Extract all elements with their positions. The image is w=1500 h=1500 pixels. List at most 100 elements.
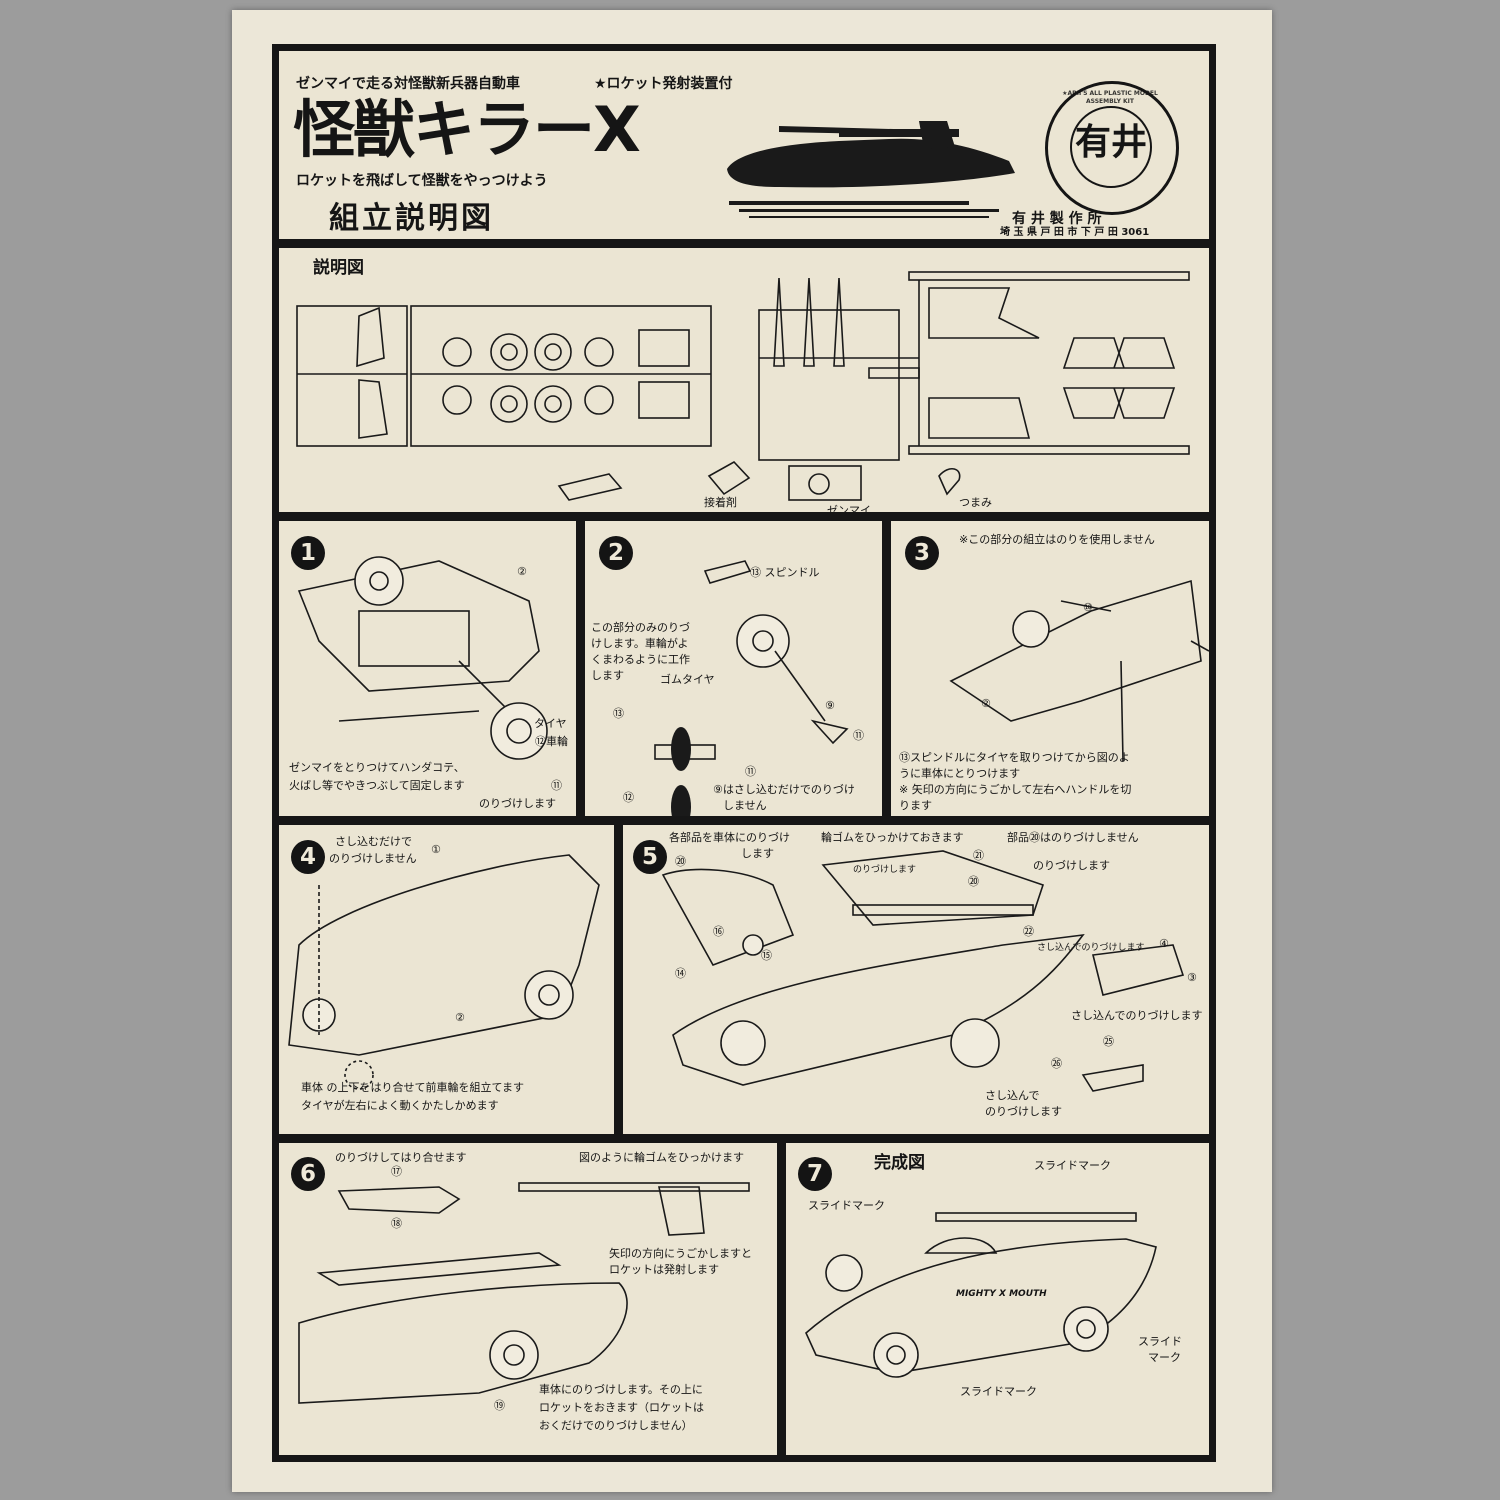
step-1-text-3: のりづけします [479,797,556,810]
step-2-callout-11b: ⑪ [853,729,864,742]
step-5-callout-insert-a: さし込んでのりづけします [1037,943,1145,953]
document-title: 組立説明図 [329,201,494,236]
step-7-illustration [805,1212,1157,1378]
step-2-number: 2 [599,536,633,570]
step-5-text-3: 輪ゴムをひっかけておきます [821,831,964,844]
step-6-callout-17: ⑰ [391,1165,402,1178]
step-5-callout-22: ㉒ [1023,925,1034,938]
tagline: ゼンマイで走る対怪獣新兵器自動車 [296,76,520,92]
step-7-callout-top: スライドマーク [1034,1159,1111,1172]
step-5-number: 5 [633,840,667,874]
step-5-callout-14: ⑭ [675,967,686,980]
step-1-text-2: 火ばし等でやきつぶして固定します [289,779,465,792]
step-7-number: 7 [798,1157,832,1191]
step-6-text-1: のりづけしてはり合せます [335,1151,467,1164]
step-4-callout-2: のりづけしません [329,852,417,865]
step-2-text-2: けします。車輪がよ [591,637,689,650]
step-5-callout-3: ③ [1187,971,1197,984]
step-2-callout-note-2: しません [723,799,767,812]
step-6-illustration [298,1182,750,1404]
step-4-text-1: 車体 の上下をはり合せて前車輪を組立てます [301,1081,524,1094]
step-2-callout-13: ⑬ [613,707,624,720]
step-4-callout-1: さし込むだけで [335,835,412,848]
step-2-callout-spindle: ⑬ スピンドル [750,566,820,579]
step-5-callout-20b: ⑳ [968,875,979,888]
step-2-callout-rubber-tire: ゴムタイヤ [660,673,715,686]
step-1-callout-tire: タイヤ [534,717,567,730]
header-car-silhouette [727,121,1015,218]
step-1-callout-11: ⑪ [551,779,562,792]
instruction-sheet: ゼンマイで走る対怪獣新兵器自動車 ★ロケット発射装置付 怪獣キラーX ロケットを… [232,10,1272,1492]
step-2-illustration [654,560,849,816]
step-3-text-3: ※ 矢印の方向にうごかして左右へハンドルを切 [899,783,1132,796]
step-6-text-6: ロケットをおきます（ロケットは [539,1401,704,1414]
step-1-text-1: ゼンマイをとりつけてハンダコテ、 [289,761,465,774]
maker-address: 埼 玉 県 戸 田 市 下 戸 田 3061 [1000,227,1150,238]
header-panel: ゼンマイで走る対怪獣新兵器自動車 ★ロケット発射装置付 怪獣キラーX ロケットを… [279,51,1209,239]
step-2-callout-9: ⑨ [825,699,835,712]
step-6-callout-18: ⑱ [391,1217,402,1230]
step-7-callout-right-2: マーク [1148,1351,1181,1364]
sheet-border: ゼンマイで走る対怪獣新兵器自動車 ★ロケット発射装置付 怪獣キラーX ロケットを… [272,44,1216,1462]
step-3-number: 3 [905,536,939,570]
step-1-illustration [297,556,548,760]
step-3-illustration [949,579,1209,762]
step-5-callout-26: ㉖ [1051,1057,1062,1070]
step-6-number: 6 [291,1157,325,1191]
step-7-title: 完成図 [874,1153,925,1173]
step-3-panel: 3 ※この部分の組立はのりを使用しません ⑩ ② ⑬スピンドルにタイヤを取りつけ… [891,521,1209,816]
step-5-callout-15: ⑮ [761,949,772,962]
step-3-note: ※この部分の組立はのりを使用しません [959,533,1155,546]
product-title: 怪獣キラーX [293,93,641,166]
logo-mark: 有井 [1075,122,1148,163]
step-5-callout-21: ㉑ [973,849,984,862]
step-5-callout-4: ④ [1159,937,1169,950]
step-5-callout-25: ㉕ [1103,1035,1114,1048]
step-2-text-1: この部分のみのりづ [591,621,690,634]
logo-inner-ring [1070,106,1152,188]
step-5-callout-insert-b: さし込んでのりづけします [1071,1009,1203,1022]
step-6-text-5: 車体にのりづけします。その上に [539,1383,703,1396]
step-5-callout-insert-c1: さし込んで [985,1089,1040,1102]
step-5-text-1: 各部品を車体にのりづけ [669,831,790,844]
step-2-callout-note: ⑨はさし込むだけでのりづけ [713,783,855,796]
step-6-text-2: 図のように輪ゴムをひっかけます [579,1151,744,1164]
logo-ring-text: ★ARII'S ALL PLASTIC MODEL ASSEMBLY KIT [1062,90,1158,105]
step-3-text-2: うに車体にとりつけます [899,767,1021,780]
step-5-callout-16: ⑯ [713,925,724,938]
step-2-callout-11a: ⑪ [745,765,756,778]
step-5-panel: 5 各部品を車体にのりづけ します 輪ゴムをひっかけておきます 部品⑳はのりづけ… [623,825,1209,1134]
label-spring: ゼンマイ [827,504,871,512]
step-2-text-3: くまわるように工作 [591,653,690,666]
step-2-callout-12: ⑫ [623,791,634,804]
step-1-number: 1 [291,536,325,570]
label-knob: つまみ [959,496,992,509]
step-7-panel: 7 完成図 スライドマーク スライドマーク MIGHTY X MOUTH スライ… [786,1143,1209,1455]
subtitle: ロケットを飛ばして怪獣をやっつけよう [296,173,548,189]
parts-heading: 説明図 [313,258,364,278]
parts-panel: 説明図 [279,248,1209,512]
step-5-callout-glue-a: のりづけします [853,865,917,875]
step-2-panel: 2 ⑬ スピンドル この部分のみのりづ けします。車輪がよ くまわるように工作 … [585,521,882,816]
step-5-callout-20a: ⑳ [675,855,686,868]
step-5-text-2: します [741,847,774,860]
step-5-illustration [661,850,1185,1092]
step-4-callout-3: ① [431,843,441,856]
step-4-illustration [288,854,600,1090]
maker-name: 有 井 製 作 所 [1012,211,1102,227]
step-3-callout-10: ⑩ [1083,601,1093,614]
step-3-text-4: ります [899,799,932,812]
step-7-callout-bottom: スライドマーク [960,1385,1037,1398]
step-2-text-4: します [591,669,624,682]
step-6-text-3: 矢印の方向にうごかしますと [609,1247,752,1260]
step-6-text-4: ロケットは発射します [609,1263,719,1276]
step-3-text-1: ⑬スピンドルにタイヤを取りつけてから図のよ [899,751,1130,764]
feature-note: ★ロケット発射装置付 [594,76,733,92]
step-4-text-2: タイヤが左右によく動くかたしかめます [301,1099,499,1112]
maker-logo: 有井 ★ARII'S ALL PLASTIC MODEL ASSEMBLY KI… [1045,81,1179,215]
step-6-text-7: おくだけでのりづけしません） [539,1419,693,1432]
car-decal: MIGHTY X MOUTH [956,1289,1047,1299]
step-1-callout-wheel: ⑫車輪 [535,735,568,748]
step-1-panel: 1 ② タイヤ ⑫車輪 ⑪ ゼンマイをとりつけてハンダコテ、 火ばし等でやきつぶ… [279,521,576,816]
step-4-panel: 4 さし込むだけで のりづけしません ① ② 車体 の上下をはり合せて前車輪を組… [279,825,614,1134]
